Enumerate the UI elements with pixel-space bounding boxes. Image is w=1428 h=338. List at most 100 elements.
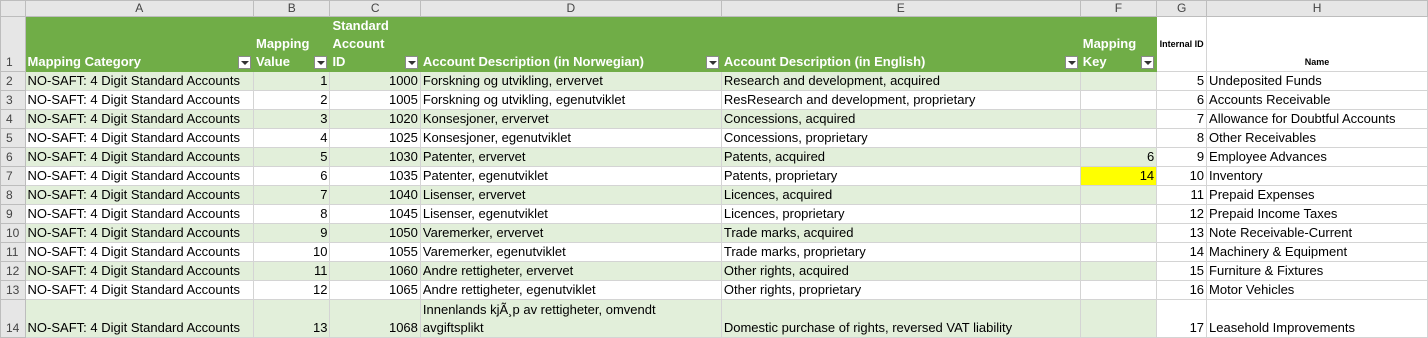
row-number[interactable]: 11 bbox=[0, 242, 26, 262]
cell-name[interactable]: Motor Vehicles bbox=[1206, 280, 1428, 300]
header-mapping-value[interactable]: Mapping Value bbox=[252, 16, 331, 72]
cell-name[interactable]: Other Receivables bbox=[1206, 128, 1428, 148]
cell-mapping-key[interactable] bbox=[1079, 71, 1158, 91]
cell-description-norwegian[interactable]: Konsesjoner, egenutviklet bbox=[419, 128, 722, 148]
cell-internal-id[interactable]: 9 bbox=[1156, 147, 1208, 167]
cell-internal-id[interactable]: 10 bbox=[1156, 166, 1208, 186]
cell-standard-account-id[interactable]: 1065 bbox=[329, 280, 421, 300]
header-description-norwegian[interactable]: Account Description (in Norwegian) bbox=[419, 16, 722, 72]
cell-mapping-category[interactable]: NO-SAFT: 4 Digit Standard Accounts bbox=[24, 71, 255, 91]
cell-name[interactable]: Employee Advances bbox=[1206, 147, 1428, 167]
cell-internal-id[interactable]: 11 bbox=[1156, 185, 1208, 205]
cell-description-english[interactable]: Licences, acquired bbox=[720, 185, 1081, 205]
row-number[interactable]: 6 bbox=[0, 147, 26, 167]
cell-internal-id[interactable]: 5 bbox=[1156, 71, 1208, 91]
header-mapping-key[interactable]: Mapping Key bbox=[1079, 16, 1158, 72]
cell-mapping-key[interactable] bbox=[1079, 128, 1158, 148]
row-number[interactable]: 3 bbox=[0, 90, 26, 110]
cell-description-english[interactable]: Patents, proprietary bbox=[720, 166, 1081, 186]
cell-description-norwegian[interactable]: Lisenser, egenutviklet bbox=[419, 204, 722, 224]
cell-name[interactable]: Note Receivable-Current bbox=[1206, 223, 1428, 243]
filter-dropdown-icon[interactable] bbox=[404, 56, 418, 69]
cell-mapping-category[interactable]: NO-SAFT: 4 Digit Standard Accounts bbox=[24, 223, 255, 243]
row-number[interactable]: 12 bbox=[0, 261, 26, 281]
cell-internal-id[interactable]: 12 bbox=[1156, 204, 1208, 224]
cell-description-english[interactable]: Licences, proprietary bbox=[720, 204, 1081, 224]
row-number[interactable]: 1 bbox=[0, 16, 26, 72]
cell-internal-id[interactable]: 16 bbox=[1156, 280, 1208, 300]
column-header-e[interactable]: E bbox=[720, 0, 1081, 17]
cell-mapping-value[interactable]: 4 bbox=[252, 128, 331, 148]
filter-dropdown-icon[interactable] bbox=[238, 56, 251, 69]
cell-name[interactable]: Prepaid Expenses bbox=[1206, 185, 1428, 205]
cell-mapping-category[interactable]: NO-SAFT: 4 Digit Standard Accounts bbox=[24, 109, 255, 129]
select-all-corner[interactable] bbox=[0, 0, 26, 17]
cell-mapping-key[interactable] bbox=[1079, 242, 1158, 262]
cell-description-english[interactable]: Concessions, acquired bbox=[720, 109, 1081, 129]
cell-mapping-key[interactable] bbox=[1079, 204, 1158, 224]
cell-mapping-category[interactable]: NO-SAFT: 4 Digit Standard Accounts bbox=[24, 166, 255, 186]
cell-mapping-category[interactable]: NO-SAFT: 4 Digit Standard Accounts bbox=[24, 90, 255, 110]
cell-description-norwegian[interactable]: Forskning og utvikling, ervervet bbox=[419, 71, 722, 91]
cell-mapping-key[interactable]: 6 bbox=[1079, 147, 1158, 167]
cell-internal-id[interactable]: 17 bbox=[1156, 299, 1208, 338]
cell-standard-account-id[interactable]: 1030 bbox=[329, 147, 421, 167]
column-header-b[interactable]: B bbox=[252, 0, 331, 17]
cell-mapping-value[interactable]: 6 bbox=[252, 166, 331, 186]
cell-name[interactable]: Accounts Receivable bbox=[1206, 90, 1428, 110]
row-number[interactable]: 2 bbox=[0, 71, 26, 91]
row-number[interactable]: 4 bbox=[0, 109, 26, 129]
cell-standard-account-id[interactable]: 1060 bbox=[329, 261, 421, 281]
cell-standard-account-id[interactable]: 1025 bbox=[329, 128, 421, 148]
cell-mapping-value[interactable]: 13 bbox=[252, 299, 331, 338]
row-number[interactable]: 8 bbox=[0, 185, 26, 205]
cell-description-norwegian[interactable]: Innenlands kjÃ¸p av rettigheter, omvendt… bbox=[419, 299, 722, 338]
column-header-g[interactable]: G bbox=[1156, 0, 1208, 17]
cell-mapping-key[interactable] bbox=[1079, 261, 1158, 281]
cell-mapping-value[interactable]: 10 bbox=[252, 242, 331, 262]
filter-dropdown-icon[interactable] bbox=[705, 56, 719, 69]
cell-mapping-value[interactable]: 3 bbox=[252, 109, 331, 129]
cell-standard-account-id[interactable]: 1035 bbox=[329, 166, 421, 186]
cell-mapping-key[interactable] bbox=[1079, 185, 1158, 205]
row-number[interactable]: 14 bbox=[0, 299, 26, 338]
cell-internal-id[interactable]: 14 bbox=[1156, 242, 1208, 262]
cell-mapping-value[interactable]: 12 bbox=[252, 280, 331, 300]
column-header-f[interactable]: F bbox=[1079, 0, 1158, 17]
cell-description-norwegian[interactable]: Varemerker, egenutviklet bbox=[419, 242, 722, 262]
cell-mapping-category[interactable]: NO-SAFT: 4 Digit Standard Accounts bbox=[24, 128, 255, 148]
cell-name[interactable]: Furniture & Fixtures bbox=[1206, 261, 1428, 281]
cell-mapping-category[interactable]: NO-SAFT: 4 Digit Standard Accounts bbox=[24, 242, 255, 262]
cell-mapping-key[interactable] bbox=[1079, 90, 1158, 110]
cell-internal-id[interactable]: 6 bbox=[1156, 90, 1208, 110]
cell-description-english[interactable]: Research and development, acquired bbox=[720, 71, 1081, 91]
cell-name[interactable]: Machinery & Equipment bbox=[1206, 242, 1428, 262]
cell-mapping-key[interactable] bbox=[1079, 109, 1158, 129]
cell-mapping-key[interactable]: 14 bbox=[1079, 166, 1158, 186]
cell-internal-id[interactable]: 7 bbox=[1156, 109, 1208, 129]
cell-description-english[interactable]: Trade marks, proprietary bbox=[720, 242, 1081, 262]
cell-description-norwegian[interactable]: Patenter, egenutviklet bbox=[419, 166, 722, 186]
column-header-h[interactable]: H bbox=[1206, 0, 1428, 17]
column-header-a[interactable]: A bbox=[24, 0, 255, 17]
cell-description-norwegian[interactable]: Lisenser, ervervet bbox=[419, 185, 722, 205]
column-header-c[interactable]: C bbox=[329, 0, 421, 17]
cell-description-english[interactable]: Domestic purchase of rights, reversed VA… bbox=[720, 299, 1081, 338]
cell-description-english[interactable]: ResResearch and development, proprietary bbox=[720, 90, 1081, 110]
cell-internal-id[interactable]: 13 bbox=[1156, 223, 1208, 243]
cell-name[interactable]: Undeposited Funds bbox=[1206, 71, 1428, 91]
cell-description-norwegian[interactable]: Andre rettigheter, egenutviklet bbox=[419, 280, 722, 300]
cell-mapping-category[interactable]: NO-SAFT: 4 Digit Standard Accounts bbox=[24, 185, 255, 205]
cell-description-english[interactable]: Other rights, acquired bbox=[720, 261, 1081, 281]
column-header-d[interactable]: D bbox=[419, 0, 722, 17]
cell-mapping-value[interactable]: 1 bbox=[252, 71, 331, 91]
cell-standard-account-id[interactable]: 1050 bbox=[329, 223, 421, 243]
filter-dropdown-icon[interactable] bbox=[314, 56, 328, 69]
header-internal-id[interactable]: Internal ID bbox=[1156, 16, 1208, 72]
cell-mapping-category[interactable]: NO-SAFT: 4 Digit Standard Accounts bbox=[24, 299, 255, 338]
header-mapping-category[interactable]: Mapping Category bbox=[24, 16, 255, 72]
cell-description-english[interactable]: Patents, acquired bbox=[720, 147, 1081, 167]
cell-description-norwegian[interactable]: Konsesjoner, ervervet bbox=[419, 109, 722, 129]
cell-mapping-key[interactable] bbox=[1079, 280, 1158, 300]
row-number[interactable]: 7 bbox=[0, 166, 26, 186]
